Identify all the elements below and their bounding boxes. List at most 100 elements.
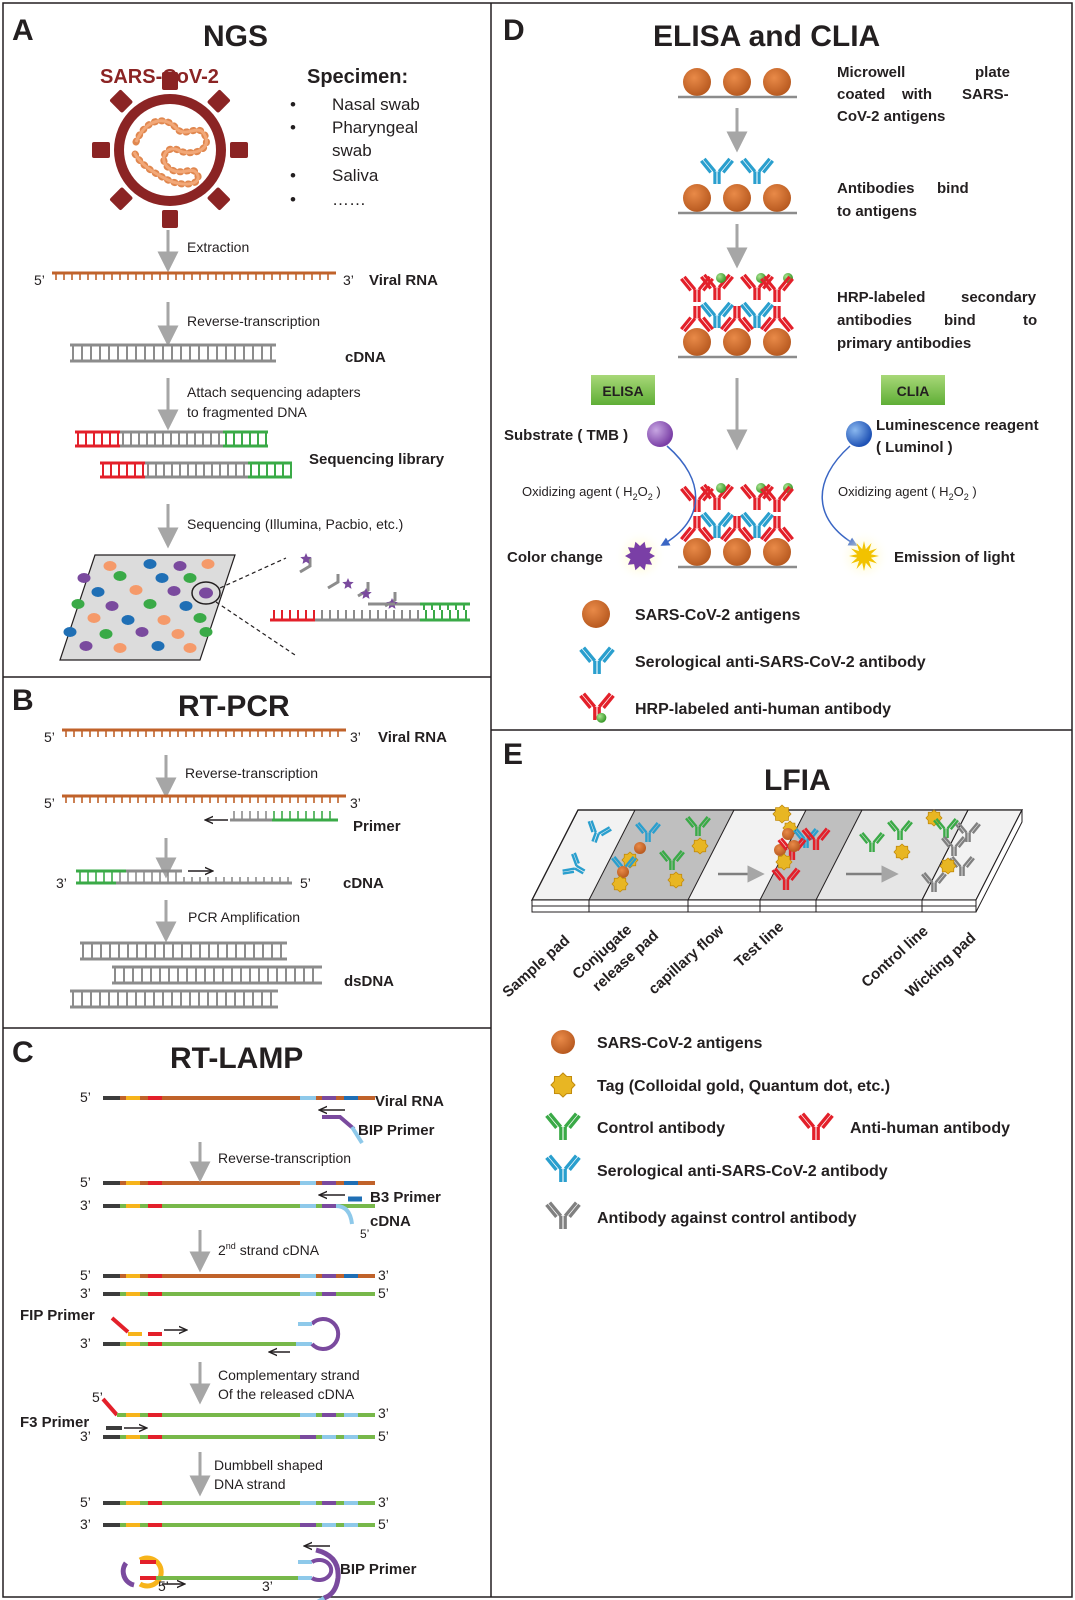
panel-c-title: RT-LAMP	[170, 1042, 303, 1075]
antibody	[545, 1112, 581, 1140]
sequencing-library	[75, 430, 292, 479]
antibody	[720, 306, 754, 333]
svg-text:bind: bind	[937, 180, 969, 197]
antibody	[700, 157, 734, 184]
antibody	[798, 1112, 834, 1140]
antibody	[545, 1154, 581, 1182]
svg-text:3’: 3’	[80, 1428, 91, 1444]
tag	[667, 871, 685, 889]
svg-text:Viral RNA: Viral RNA	[378, 729, 447, 746]
svg-text:Oxidizing agent ( H2O2 ): Oxidizing agent ( H2O2 )	[838, 484, 977, 502]
cluster-dot	[171, 629, 185, 639]
svg-text:3’: 3’	[80, 1335, 91, 1351]
panel-a-title: NGS	[203, 20, 268, 53]
panel-d: D ELISA and CLIA Microwell plate coated …	[503, 14, 1039, 723]
step-extraction: Extraction	[187, 239, 249, 255]
antigen	[763, 328, 791, 356]
control-antibody-against-legend-icon	[545, 1201, 581, 1229]
viral-rna-strand	[62, 728, 346, 737]
svg-text:CoV-2 antigens: CoV-2 antigens	[837, 108, 945, 125]
antibody	[680, 275, 714, 302]
svg-text:3’: 3’	[378, 1267, 389, 1283]
specimen-item: ……	[332, 190, 366, 209]
svg-text:2nd strand cDNA: 2nd strand cDNA	[218, 1241, 320, 1258]
antibody	[801, 827, 831, 850]
svg-text:3’: 3’	[343, 272, 354, 288]
primer-strand	[230, 811, 338, 822]
svg-text:to antigens: to antigens	[837, 203, 917, 220]
sequencing-zoom	[270, 553, 470, 622]
cluster-dot	[183, 643, 197, 653]
panel-d-title: ELISA and CLIA	[653, 20, 880, 53]
svg-text:B: B	[12, 684, 34, 717]
antibody	[740, 301, 774, 328]
flow-cell	[59, 554, 296, 661]
antibody	[635, 822, 661, 842]
panel-a-letter: A	[12, 14, 34, 47]
svg-text:Emission of light: Emission of light	[894, 549, 1015, 566]
svg-text:5’: 5’	[44, 729, 55, 745]
specimen-item: Nasal swab	[332, 95, 420, 114]
cdna-strand	[70, 343, 276, 363]
svg-text:Complementary strand: Complementary strand	[218, 1367, 360, 1383]
svg-text:5’: 5’	[44, 795, 55, 811]
svg-text:Oxidizing agent ( H2O2 ): Oxidizing agent ( H2O2 )	[522, 484, 661, 502]
antibody	[700, 301, 734, 328]
virus-label: SARS-CoV-2	[100, 66, 219, 88]
cluster-dot	[71, 599, 85, 609]
antigen-legend-icon	[551, 1030, 575, 1054]
svg-text:3’: 3’	[378, 1494, 389, 1510]
svg-text:•: •	[290, 95, 296, 114]
svg-text:3’: 3’	[80, 1197, 91, 1213]
svg-text:to fragmented DNA: to fragmented DNA	[187, 404, 307, 420]
svg-text:5’: 5’	[80, 1267, 91, 1283]
strip-labels: Sample pad Conjugate release pad capilla…	[499, 918, 979, 1001]
svg-text:HRP-labeled: HRP-labeled	[837, 289, 925, 306]
step-descriptions: Microwell plate coated with SARS- CoV-2 …	[837, 64, 1037, 352]
antibody	[680, 516, 714, 543]
antibody	[955, 822, 981, 842]
svg-text:BIP Primer: BIP Primer	[340, 1561, 417, 1578]
panel-e: E LFIA Sample pad Conjugate release pad …	[499, 738, 1023, 1229]
svg-text:( Luminol ): ( Luminol )	[876, 439, 953, 456]
svg-text:SARS-CoV-2 antigens: SARS-CoV-2 antigens	[635, 607, 800, 624]
cdna-strand	[76, 869, 292, 885]
svg-text:5’: 5’	[300, 875, 311, 891]
antibody	[579, 692, 615, 723]
control-antibody-legend-icon	[545, 1112, 581, 1140]
nucleotide-star	[342, 578, 354, 589]
antibody	[760, 306, 794, 333]
dsdna-strands	[70, 941, 322, 1009]
svg-text:Microwell: Microwell	[837, 64, 905, 81]
antibody	[887, 820, 913, 840]
svg-text:Tag (Colloidal gold, Quantum d: Tag (Colloidal gold, Quantum dot, etc.)	[597, 1078, 890, 1095]
antigen	[782, 828, 794, 840]
svg-text:5’: 5’	[80, 1494, 91, 1510]
cluster-dot	[87, 613, 101, 623]
panel-a: A NGS SARS-CoV-2 Specimen: • Nasal swab	[12, 14, 470, 661]
nucleotide-star	[300, 553, 312, 564]
svg-text:5’: 5’	[158, 1578, 169, 1594]
cluster-dot	[105, 601, 119, 611]
cluster-dot	[77, 573, 91, 583]
panel-b-title: RT-PCR	[178, 690, 290, 723]
hrp-antibody-legend-icon	[579, 692, 615, 723]
antibody	[760, 485, 794, 512]
luminol-icon	[846, 421, 872, 447]
anti-human-antibody-legend-icon	[798, 1112, 834, 1140]
cluster-dot	[167, 586, 181, 596]
antibody	[933, 818, 959, 838]
cluster-dot	[201, 559, 215, 569]
svg-text:5’: 5’	[34, 272, 45, 288]
svg-text:D: D	[503, 14, 525, 47]
tag	[691, 837, 709, 855]
clia-badge	[881, 375, 945, 405]
tag	[775, 853, 793, 871]
viral-rna-strand	[52, 271, 336, 280]
svg-text:CLIA: CLIA	[897, 383, 930, 399]
panel-c: C RT-LAMP 5’ Viral RNA BIP Primer Revers…	[12, 1036, 444, 1600]
cluster-dot	[157, 615, 171, 625]
svg-text:HRP-labeled anti-human antibod: HRP-labeled anti-human antibody	[635, 701, 891, 718]
serological-antibody-legend-icon	[579, 646, 615, 674]
svg-text:SARS-: SARS-	[962, 86, 1009, 103]
